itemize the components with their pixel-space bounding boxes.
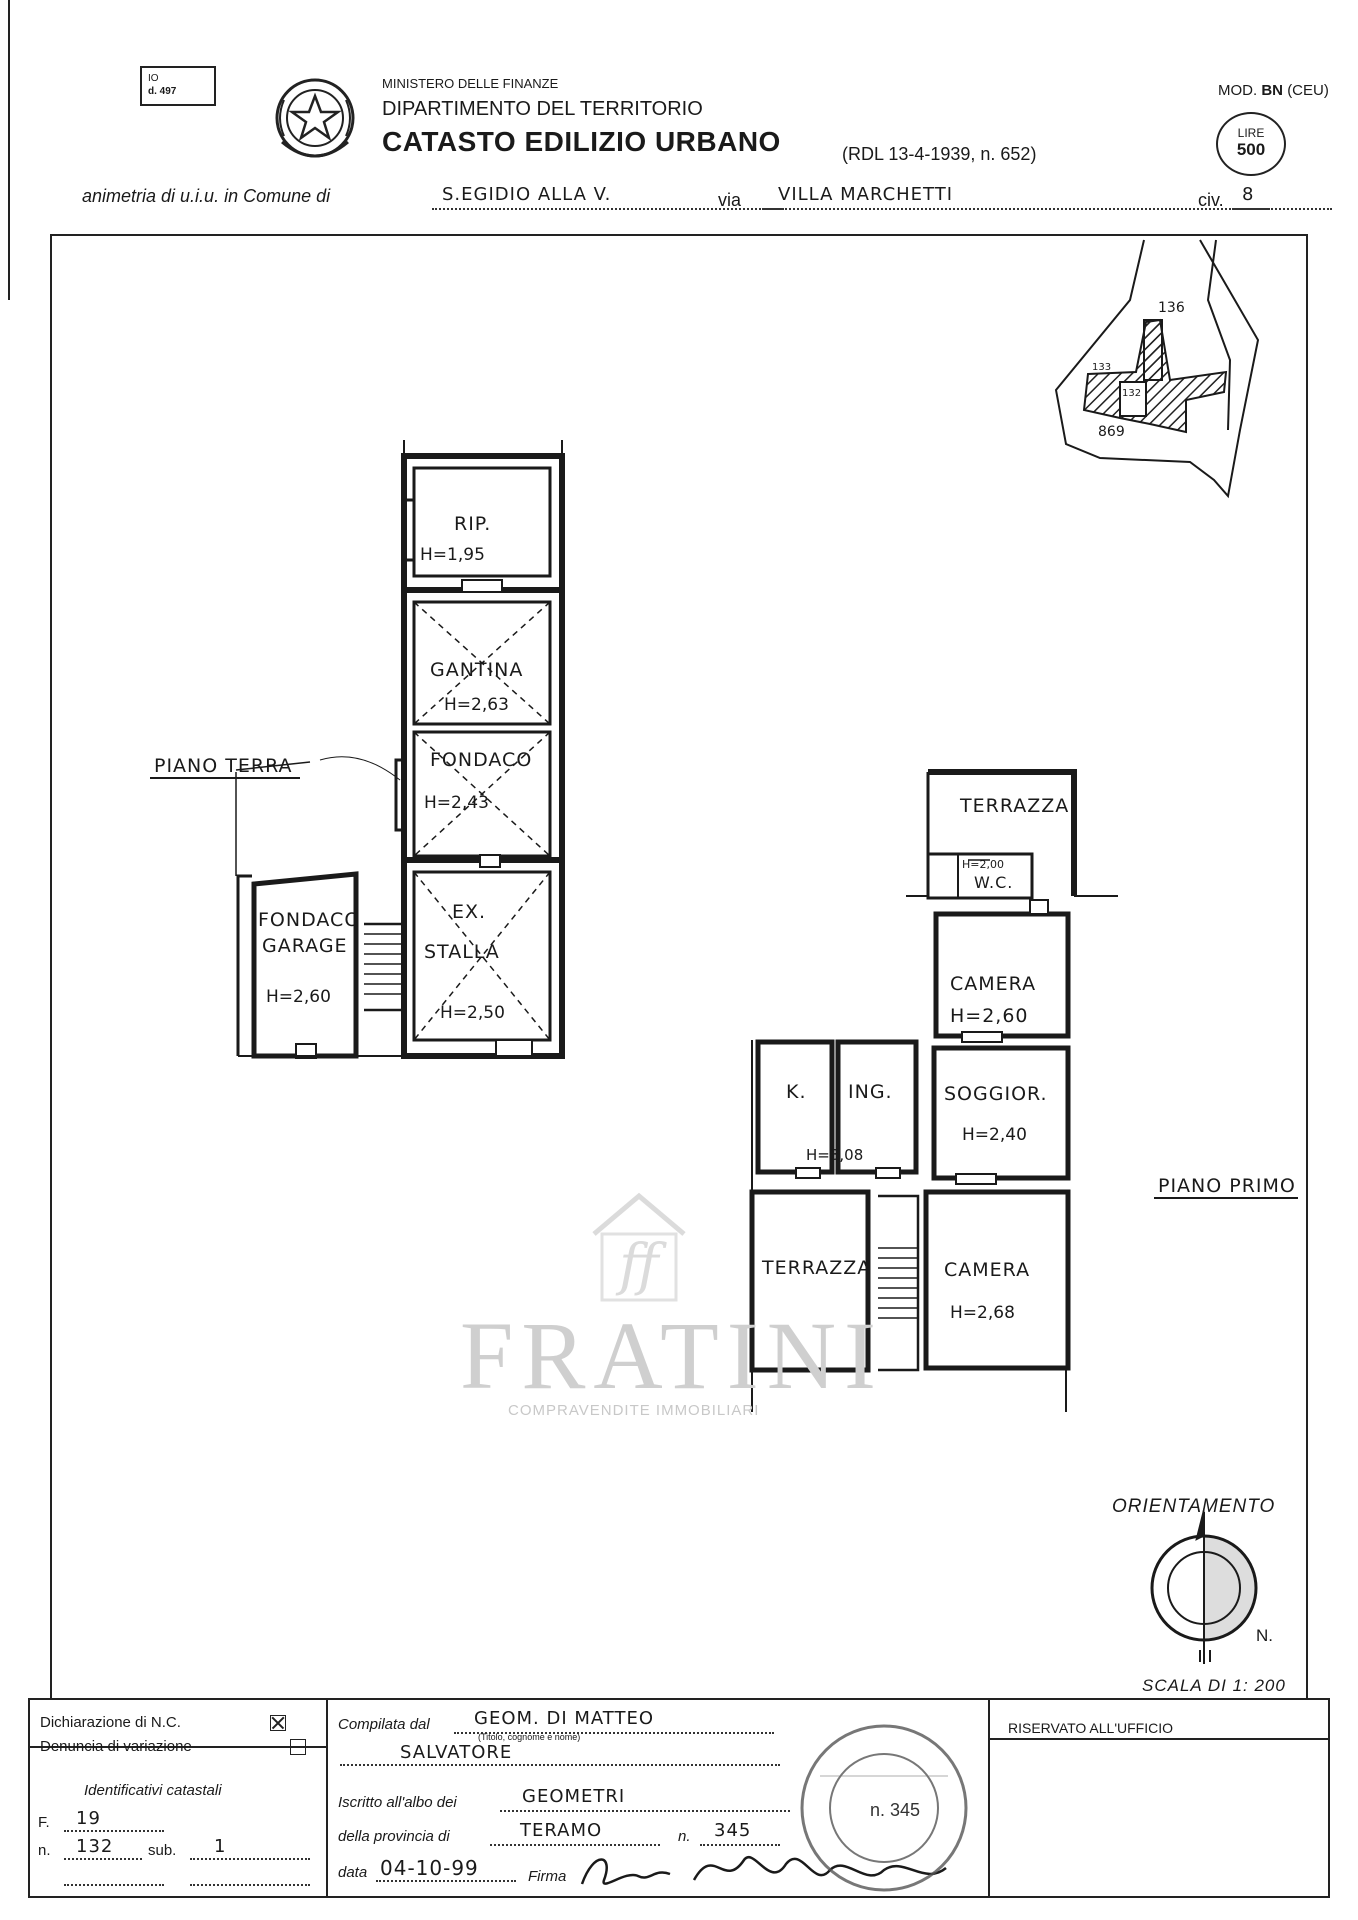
data-label: data bbox=[338, 1864, 368, 1881]
via-value: VILLA MARCHETTI bbox=[778, 184, 954, 205]
compilata-value-1: GEOM. DI MATTEO bbox=[474, 1708, 655, 1729]
professional-seal-icon bbox=[800, 1724, 968, 1892]
compilata-label: Compilata dal bbox=[338, 1716, 430, 1733]
mod-suffix: (CEU) bbox=[1287, 82, 1329, 99]
lire-label: LIRE bbox=[1237, 126, 1265, 140]
sub-label: sub. bbox=[148, 1842, 177, 1859]
albo-number-value: 345 bbox=[714, 1820, 752, 1841]
compilata-value-2: SALVATORE bbox=[400, 1742, 513, 1763]
left-margin-line bbox=[8, 0, 10, 300]
numero-value: 132 bbox=[76, 1836, 114, 1857]
room-ing-name: ING. bbox=[848, 1081, 893, 1103]
department-name: DIPARTIMENTO DEL TERRITORIO bbox=[382, 98, 703, 120]
floor-plan-frame bbox=[50, 234, 1308, 1700]
room-cantina-height: H=2,63 bbox=[444, 695, 509, 715]
signature-icon bbox=[580, 1856, 947, 1885]
provincia-label: della provincia di bbox=[338, 1828, 450, 1845]
stamp-line-2: d. 497 bbox=[148, 86, 177, 97]
property-address-line: animetria di u.i.u. in Comune di S.EGIDI… bbox=[82, 184, 1332, 216]
room-ing-height: H=3,08 bbox=[806, 1146, 863, 1164]
north-compass-icon bbox=[1150, 1507, 1258, 1664]
room-soggior-name: SOGGIOR. bbox=[944, 1083, 1048, 1105]
fratini-logo-icon: ff bbox=[592, 1192, 686, 1302]
ministry-name: MINISTERO DELLE FINANZE bbox=[382, 76, 559, 91]
provincia-value: TERAMO bbox=[520, 1820, 603, 1841]
scale-label: SCALA DI 1: 200 bbox=[1142, 1676, 1286, 1695]
parcel-a-number: 133 bbox=[1092, 362, 1111, 373]
svg-text:ff: ff bbox=[615, 1233, 667, 1298]
ground-floor-label: PIANO TERRA bbox=[154, 755, 293, 777]
declaration-form: Dichiarazione di N.C. Denuncia di variaz… bbox=[28, 1698, 1330, 1898]
room-camera-bottom-height: H=2,68 bbox=[950, 1303, 1015, 1323]
watermark-subtitle: COMPRAVENDITE IMMOBILIARI bbox=[508, 1402, 760, 1419]
tax-stamp-badge: LIRE 500 bbox=[1216, 112, 1286, 176]
data-value: 04-10-99 bbox=[380, 1856, 479, 1880]
orientation-label: ORIENTAMENTO bbox=[1112, 1496, 1276, 1517]
room-garage-name-1: FONDACO bbox=[258, 909, 360, 931]
plan-prefix: animetria di u.i.u. in Comune di bbox=[82, 186, 331, 206]
room-cantina-name: GANTINA bbox=[430, 659, 523, 681]
foglio-label: F. bbox=[38, 1814, 50, 1831]
north-label: N. bbox=[1256, 1626, 1273, 1645]
decl-nc-label: Dichiarazione di N.C. bbox=[40, 1714, 181, 1731]
civ-value: 8 bbox=[1242, 184, 1255, 205]
room-terrazza-bottom-name: TERRAZZA bbox=[761, 1257, 871, 1279]
first-floor-plan bbox=[749, 769, 1118, 1412]
room-rip-name: RIP. bbox=[454, 513, 491, 535]
room-fondaco-height: H=2,43 bbox=[424, 793, 489, 813]
ground-floor-plan bbox=[235, 440, 565, 1059]
office-stamp-box: IO d. 497 bbox=[140, 66, 216, 106]
denuncia-label: Denuncia di variazione bbox=[40, 1738, 192, 1755]
foglio-value: 19 bbox=[76, 1808, 101, 1829]
riservato-label: RISERVATO ALL'UFFICIO bbox=[1008, 1720, 1174, 1736]
lire-value: 500 bbox=[1236, 140, 1266, 159]
seal-number: n. 345 bbox=[870, 1800, 921, 1820]
room-garage-height: H=2,60 bbox=[266, 987, 331, 1007]
law-reference: (RDL 13-4-1939, n. 652) bbox=[842, 144, 1037, 164]
room-camera-bottom-name: CAMERA bbox=[944, 1259, 1030, 1281]
compilata-hint: (Titolo, cognome e nome) bbox=[478, 1732, 581, 1742]
sub-value: 1 bbox=[214, 1836, 227, 1857]
room-k-name: K. bbox=[786, 1081, 807, 1103]
room-stalla-name-1: EX. bbox=[452, 901, 486, 923]
room-camera-top-height: H=2,60 bbox=[950, 1005, 1029, 1027]
iscritto-value: GEOMETRI bbox=[522, 1786, 626, 1807]
civ-label: civ. bbox=[1198, 190, 1224, 210]
mod-prefix: MOD. bbox=[1218, 82, 1258, 99]
parcel-b-number: 132 bbox=[1122, 388, 1141, 399]
identificativi-label: Identificativi catastali bbox=[84, 1782, 222, 1799]
albo-number-label: n. bbox=[678, 1828, 691, 1845]
model-code: MOD. BN (CEU) bbox=[1218, 82, 1329, 99]
room-stalla-name-2: STALLA bbox=[424, 941, 500, 963]
comune-value: S.EGIDIO ALLA V. bbox=[442, 184, 612, 205]
room-stalla-height: H=2,50 bbox=[440, 1003, 505, 1023]
numero-label: n. bbox=[38, 1842, 51, 1859]
room-soggior-height: H=2,40 bbox=[962, 1125, 1027, 1145]
iscritto-label: Iscritto all'albo dei bbox=[338, 1794, 457, 1811]
document-title: CATASTO EDILIZIO URBANO bbox=[382, 126, 781, 157]
room-wc-name: W.C. bbox=[974, 873, 1013, 892]
italian-republic-emblem-icon bbox=[275, 78, 355, 158]
watermark-brand: FRATINI bbox=[460, 1302, 885, 1409]
room-wc-height: H=2,00 bbox=[962, 858, 1004, 871]
room-terrazza-top-name: TERRAZZA bbox=[959, 795, 1069, 817]
site-location-map bbox=[1054, 239, 1260, 499]
parcel-top-number: 136 bbox=[1158, 300, 1185, 316]
room-rip-height: H=1,95 bbox=[420, 545, 485, 565]
stamp-line-1: IO bbox=[148, 73, 159, 84]
room-garage-name-2: GARAGE bbox=[262, 935, 348, 957]
room-fondaco-name: FONDACO bbox=[430, 749, 532, 771]
firma-label: Firma bbox=[528, 1868, 567, 1885]
denuncia-checkbox[interactable] bbox=[290, 1738, 307, 1755]
mod-code: BN bbox=[1261, 82, 1284, 99]
first-floor-label: PIANO PRIMO bbox=[1158, 1175, 1296, 1197]
decl-nc-checkbox[interactable] bbox=[270, 1714, 286, 1731]
parcel-bottom-number: 869 bbox=[1098, 424, 1125, 440]
via-label: via bbox=[718, 190, 742, 210]
room-camera-top-name: CAMERA bbox=[950, 973, 1036, 995]
